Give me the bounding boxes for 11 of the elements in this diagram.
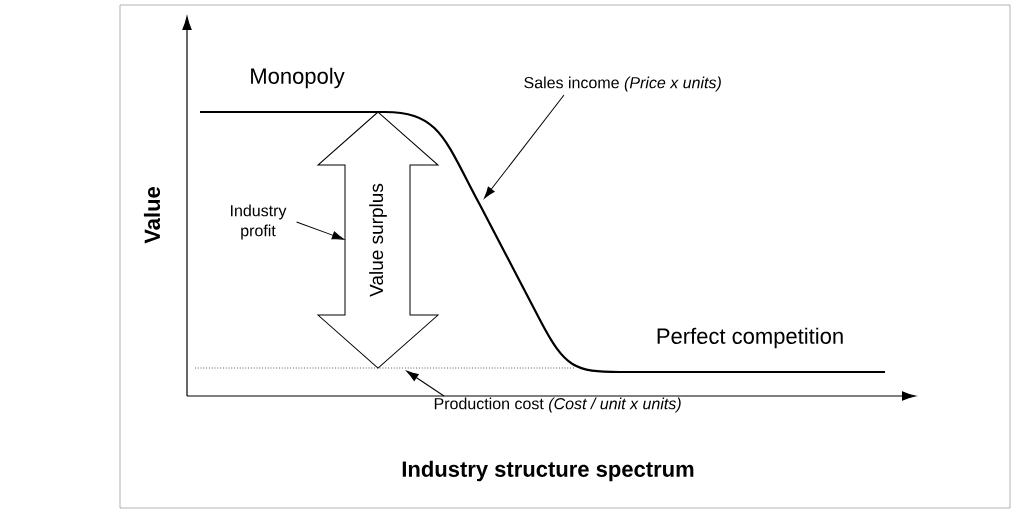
leader-arrow (406, 370, 445, 397)
annotation-text: Production cost (Cost / unit x units) (434, 397, 681, 413)
annotation-text: Industry profit (231, 204, 287, 240)
value-surplus-label: Value surplus (369, 183, 387, 297)
leader-arrow (296, 221, 345, 240)
curve-label: Perfect competition (657, 327, 843, 349)
axis-label: Value (143, 187, 161, 244)
annotation-text: Sales income (Price x units) (524, 76, 721, 92)
axis-label: Industry structure spectrum (402, 460, 694, 482)
leader-arrow (483, 94, 565, 199)
curve-label: Monopoly (251, 67, 345, 89)
